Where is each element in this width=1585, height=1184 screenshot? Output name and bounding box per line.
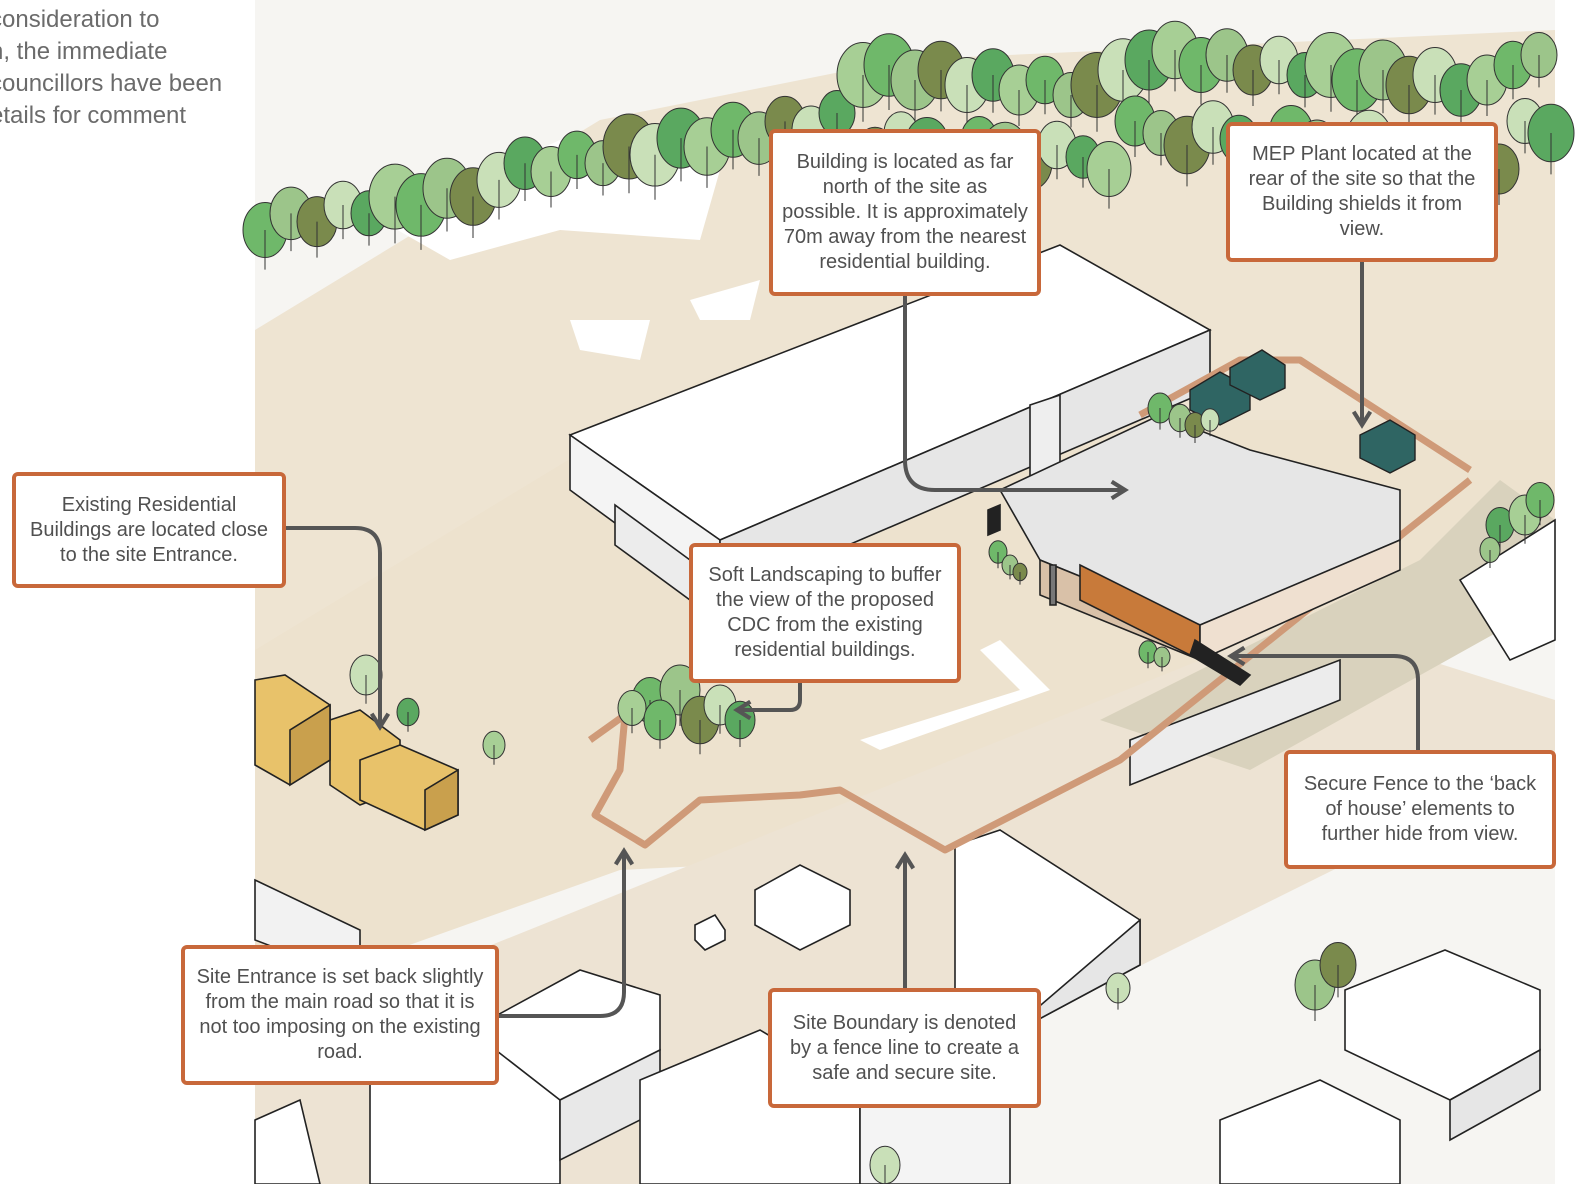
callout-secure-fence: Secure Fence to the ‘back of house’ elem… [1284, 750, 1556, 869]
callout-soft-landscaping: Soft Landscaping to buffer the view of t… [689, 543, 961, 683]
residential-buildings [254, 674, 459, 832]
callout-mep-plant: MEP Plant located at the rear of the sit… [1226, 122, 1498, 262]
intro-text: consideration to n, the immediate counci… [0, 6, 223, 129]
callout-site-boundary: Site Boundary is denoted by a fence line… [768, 988, 1041, 1108]
callout-site-entrance: Site Entrance is set back slightly from … [181, 945, 499, 1085]
callout-existing-residential: Existing Residential Buildings are locat… [12, 472, 286, 588]
callout-building-location: Building is located as far north of the … [769, 129, 1041, 296]
proposed-cdc-building [987, 414, 1401, 687]
callout-arrows [283, 260, 1420, 1018]
existing-buildings [254, 244, 1556, 1184]
tree-belt [242, 20, 1575, 270]
